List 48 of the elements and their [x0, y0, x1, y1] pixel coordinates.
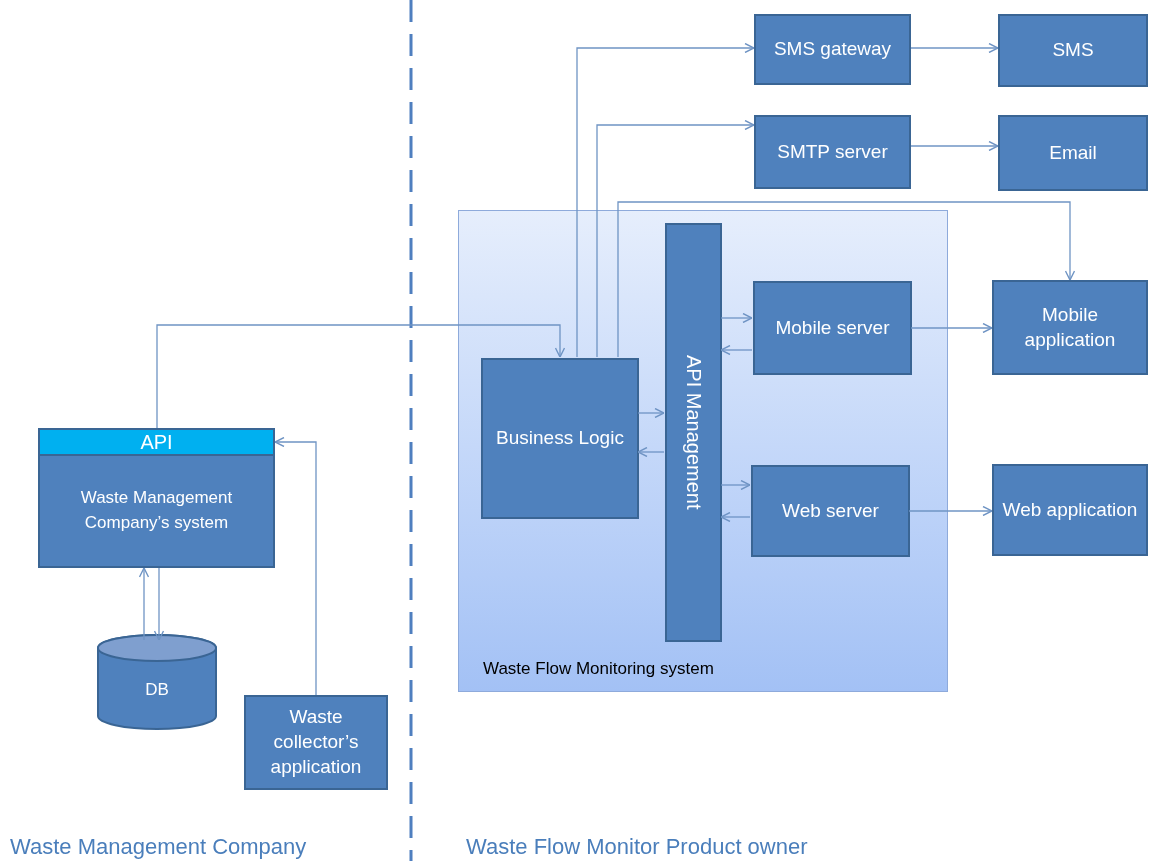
node-label: SMTP server [777, 139, 888, 164]
arrow [720, 344, 753, 356]
node-label: DB [145, 680, 169, 700]
database-cylinder [97, 634, 217, 730]
node-label: SMS gateway [773, 37, 892, 62]
node-label: API Management [682, 355, 705, 510]
region-label: Waste Management Company [10, 833, 307, 861]
arrow [153, 567, 165, 641]
node-label: Waste collector’s application [269, 705, 363, 779]
process-box [244, 695, 388, 790]
arrow [720, 479, 751, 491]
arrow [637, 407, 665, 419]
node-label: Web application [1002, 497, 1138, 522]
process-box [992, 464, 1148, 556]
arrow [138, 567, 150, 641]
arrow [576, 42, 755, 358]
api-header: API [40, 430, 273, 456]
node-label: Waste Management Company’s system [79, 487, 234, 534]
process-box [751, 465, 910, 557]
process-box [481, 358, 639, 519]
process-box [992, 280, 1148, 375]
arrow [720, 312, 753, 324]
system-boundary [458, 210, 948, 692]
process-box [998, 115, 1148, 191]
system-box [38, 428, 275, 568]
node-label: Email [1049, 140, 1097, 165]
node-label: Waste Flow Monitoring system [483, 658, 714, 678]
process-box [754, 14, 911, 85]
node-label: Web server [782, 498, 879, 523]
arrow [910, 322, 993, 334]
arrow [156, 324, 566, 429]
arrow [617, 201, 1076, 358]
process-box [753, 281, 912, 375]
arrow [908, 505, 993, 517]
arrow [910, 140, 999, 152]
arrow [274, 436, 317, 696]
node-label: Business Logic [496, 426, 624, 451]
process-box [754, 115, 911, 189]
node-label: SMS [1052, 38, 1094, 63]
arrow [637, 446, 665, 458]
region-label: Waste Flow Monitor Product owner [466, 833, 808, 861]
arrow [720, 511, 751, 523]
arrow [910, 42, 999, 54]
node-label: Mobile server [775, 315, 890, 340]
process-box [998, 14, 1148, 87]
node-label: Mobile application [1023, 302, 1117, 352]
arrow [596, 119, 755, 358]
process-bar [665, 223, 722, 642]
